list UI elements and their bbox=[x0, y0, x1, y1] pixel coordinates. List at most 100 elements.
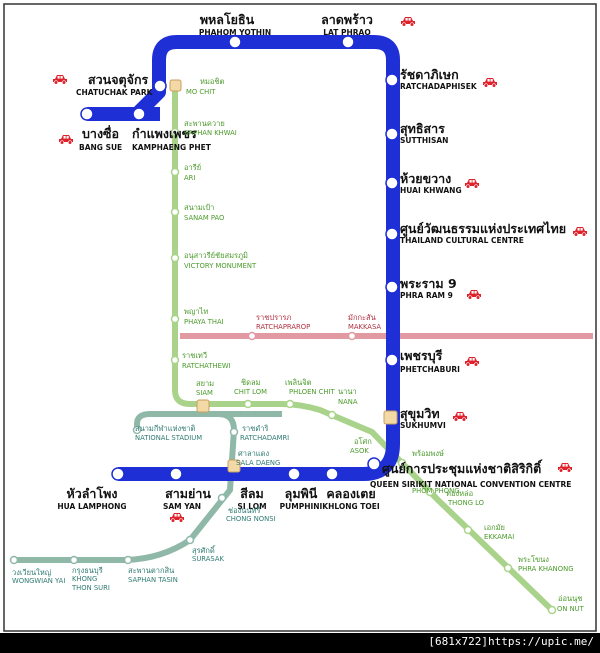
bts-surasak-th: สุรศักดิ์ bbox=[192, 545, 216, 555]
interchange-silom-sala-daeng[interactable] bbox=[227, 459, 241, 473]
station-cultural-centre-en: THAILAND CULTURAL CENTRE bbox=[400, 236, 524, 245]
bts-siam-en: SIAM bbox=[196, 389, 213, 397]
bts-node-phrom-phong[interactable] bbox=[397, 458, 407, 468]
bts-node-krung-thon-buri[interactable] bbox=[69, 555, 79, 565]
bts-node-chit-lom[interactable] bbox=[243, 399, 253, 409]
bts-chit-lom-th: ชิดลม bbox=[241, 378, 261, 387]
bts-node-ekkamai[interactable] bbox=[463, 525, 473, 535]
arl-makkasan-en: MAKKASA bbox=[348, 323, 381, 331]
station-qsncc-th: ศูนย์การประชุมแห่งชาติสิริกิติ์ bbox=[382, 459, 543, 477]
bts-asok-th: อโศก bbox=[354, 437, 372, 446]
bts-phaya-thai-en: PHAYA THAI bbox=[184, 318, 224, 326]
station-node-phra-ram-9[interactable] bbox=[385, 280, 399, 294]
bts-saphan-taksin-th: สะพานตากสิน bbox=[128, 566, 174, 575]
station-node-thailand-cultural-centre[interactable] bbox=[385, 227, 399, 241]
bts-phra-khanong-th: พระโขนง bbox=[518, 555, 549, 564]
station-node-huai-khwang[interactable] bbox=[385, 176, 399, 190]
station-node-lumphini[interactable] bbox=[287, 467, 301, 481]
arl-makkasan-th: มักกะสัน bbox=[348, 313, 376, 322]
bts-ratchadamri-en: RATCHADAMRI bbox=[240, 434, 289, 442]
station-node-khlong-toei[interactable] bbox=[325, 467, 339, 481]
station-phahon-yothin-th: พหลโยธิน bbox=[200, 12, 255, 27]
station-node-ratchadaphisek[interactable] bbox=[385, 73, 399, 87]
station-phahon-yothin-en: PHAHOM YOTHIN bbox=[199, 28, 271, 37]
station-kamphaeng-phet-th: กำแพงเพชร bbox=[132, 126, 197, 141]
station-si-lom-th: สีลม bbox=[240, 486, 264, 501]
bts-mo-chit-en: MO CHIT bbox=[186, 88, 216, 96]
bts-thong-lo-en: THONG LO bbox=[447, 499, 484, 507]
bts-node-national-stadium[interactable] bbox=[132, 425, 142, 435]
bts-ratchadamri-th: ราชดำริ bbox=[242, 424, 268, 433]
bts-node-ari[interactable] bbox=[170, 167, 180, 177]
station-node-hua-lamphong[interactable] bbox=[111, 467, 125, 481]
bts-wongwian-yai-en: WONGWIAN YAI bbox=[12, 577, 65, 585]
bts-node-chong-nonsi[interactable] bbox=[217, 493, 227, 503]
bts-node-saphan-taksin[interactable] bbox=[123, 555, 133, 565]
bts-krung-thon-buri-en2: THON SURI bbox=[71, 584, 110, 592]
station-node-phetchaburi[interactable] bbox=[385, 353, 399, 367]
bts-siam-th: สยาม bbox=[196, 379, 214, 388]
bts-node-sanam-pao[interactable] bbox=[170, 207, 180, 217]
bts-surasak-en: SURASAK bbox=[192, 555, 224, 563]
bts-node-phloen-chit[interactable] bbox=[285, 399, 295, 409]
station-sukhumvit-th: สุขุมวิท bbox=[400, 406, 440, 422]
bts-node-ratchadamri[interactable] bbox=[229, 427, 239, 437]
bts-node-on-nut[interactable] bbox=[547, 605, 557, 615]
station-huai-khwang-en: HUAI KHWANG bbox=[400, 186, 462, 195]
bts-phrom-phong-en: PHOM PHONG bbox=[412, 487, 460, 495]
bts-krung-thon-buri-th: กรุงธนบุรี bbox=[72, 566, 103, 575]
bts-node-phaya-thai[interactable] bbox=[170, 314, 180, 324]
bts-chit-lom-en: CHIT LOM bbox=[234, 388, 267, 396]
station-ratchadaphisek-en: RATCHADAPHISEK bbox=[400, 82, 478, 91]
station-phetchaburi-en: PHETCHABURI bbox=[400, 365, 460, 374]
bts-node-thong-lo[interactable] bbox=[425, 487, 435, 497]
bts-node-surasak[interactable] bbox=[185, 535, 195, 545]
bts-mo-chit-th: หมอชิต bbox=[200, 77, 224, 86]
bts-on-nut-th: อ่อนนุช bbox=[558, 594, 582, 603]
station-node-lat-phrao[interactable] bbox=[341, 35, 355, 49]
arl-node-ratchaprarop[interactable] bbox=[247, 331, 257, 341]
bts-node-wongwian-yai[interactable] bbox=[9, 555, 19, 565]
bts-node-saphan-khwai[interactable] bbox=[170, 127, 180, 137]
bts-phrom-phong-th: พร้อมพงษ์ bbox=[412, 449, 444, 458]
bts-node-nana[interactable] bbox=[327, 410, 337, 420]
station-lumphini-en: PUMPHINI bbox=[280, 502, 323, 511]
station-lat-phrao-en: LAT PHRAO bbox=[323, 28, 370, 37]
station-chatuchak-park-en: CHATUCHAK PARK bbox=[76, 88, 154, 97]
station-bang-sue-th: บางซื่อ bbox=[82, 125, 119, 141]
interchange-siam[interactable] bbox=[196, 399, 210, 413]
station-node-bang-sue[interactable] bbox=[80, 107, 94, 121]
bts-node-ratchathewi[interactable] bbox=[170, 355, 180, 365]
bts-national-stadium-en: NATIONAL STADIUM bbox=[135, 434, 202, 442]
bts-ekkamai-th: เอกมัย bbox=[484, 523, 505, 532]
bts-node-phra-khanong[interactable] bbox=[503, 563, 513, 573]
footer-url-text[interactable]: [681x722]https://upic.me/ bbox=[428, 635, 594, 648]
station-ratchadaphisek-th: รัชดาภิเษก bbox=[400, 67, 459, 82]
station-node-phahon-yothin[interactable] bbox=[228, 35, 242, 49]
arl-node-makkasan[interactable] bbox=[347, 331, 357, 341]
station-node-chatuchak-park[interactable] bbox=[153, 79, 167, 93]
bts-ekkamai-en: EKKAMAI bbox=[484, 533, 514, 541]
station-node-kamphaeng-phet[interactable] bbox=[132, 107, 146, 121]
station-si-lom-en: SI LOM bbox=[237, 502, 266, 511]
image-host-footer: [681x722]https://upic.me/ bbox=[0, 633, 600, 653]
station-lat-phrao-th: ลาดพร้าว bbox=[321, 12, 373, 27]
bts-nana-th: นานา bbox=[338, 387, 357, 396]
interchange-mo-chit[interactable] bbox=[169, 79, 182, 92]
station-sukhumvit-en: SUKHUMVI bbox=[400, 421, 446, 430]
station-lumphini-th: ลุมพินี bbox=[285, 486, 318, 502]
station-node-sutthisan[interactable] bbox=[385, 127, 399, 141]
station-hua-lamphong-th: หัวลำโพง bbox=[67, 486, 118, 501]
interchange-sukhumvit-asok[interactable] bbox=[383, 410, 398, 425]
bts-phaya-thai-th: พญาไท bbox=[184, 307, 208, 316]
bts-phra-khanong-en: PHRA KHANONG bbox=[518, 565, 573, 573]
bts-ari-th: อารีย์ bbox=[184, 163, 201, 172]
bts-on-nut-en: ON NUT bbox=[557, 605, 585, 613]
bts-saphan-khwai-en: SAPHAN KHWAI bbox=[184, 129, 237, 137]
station-node-qsncc[interactable] bbox=[367, 457, 381, 471]
station-node-sam-yan[interactable] bbox=[169, 467, 183, 481]
bts-ratchathewi-th: ราชเทวี bbox=[182, 351, 207, 360]
station-sam-yan-en: SAM YAN bbox=[163, 502, 201, 511]
bts-node-victory-monument[interactable] bbox=[170, 253, 180, 263]
